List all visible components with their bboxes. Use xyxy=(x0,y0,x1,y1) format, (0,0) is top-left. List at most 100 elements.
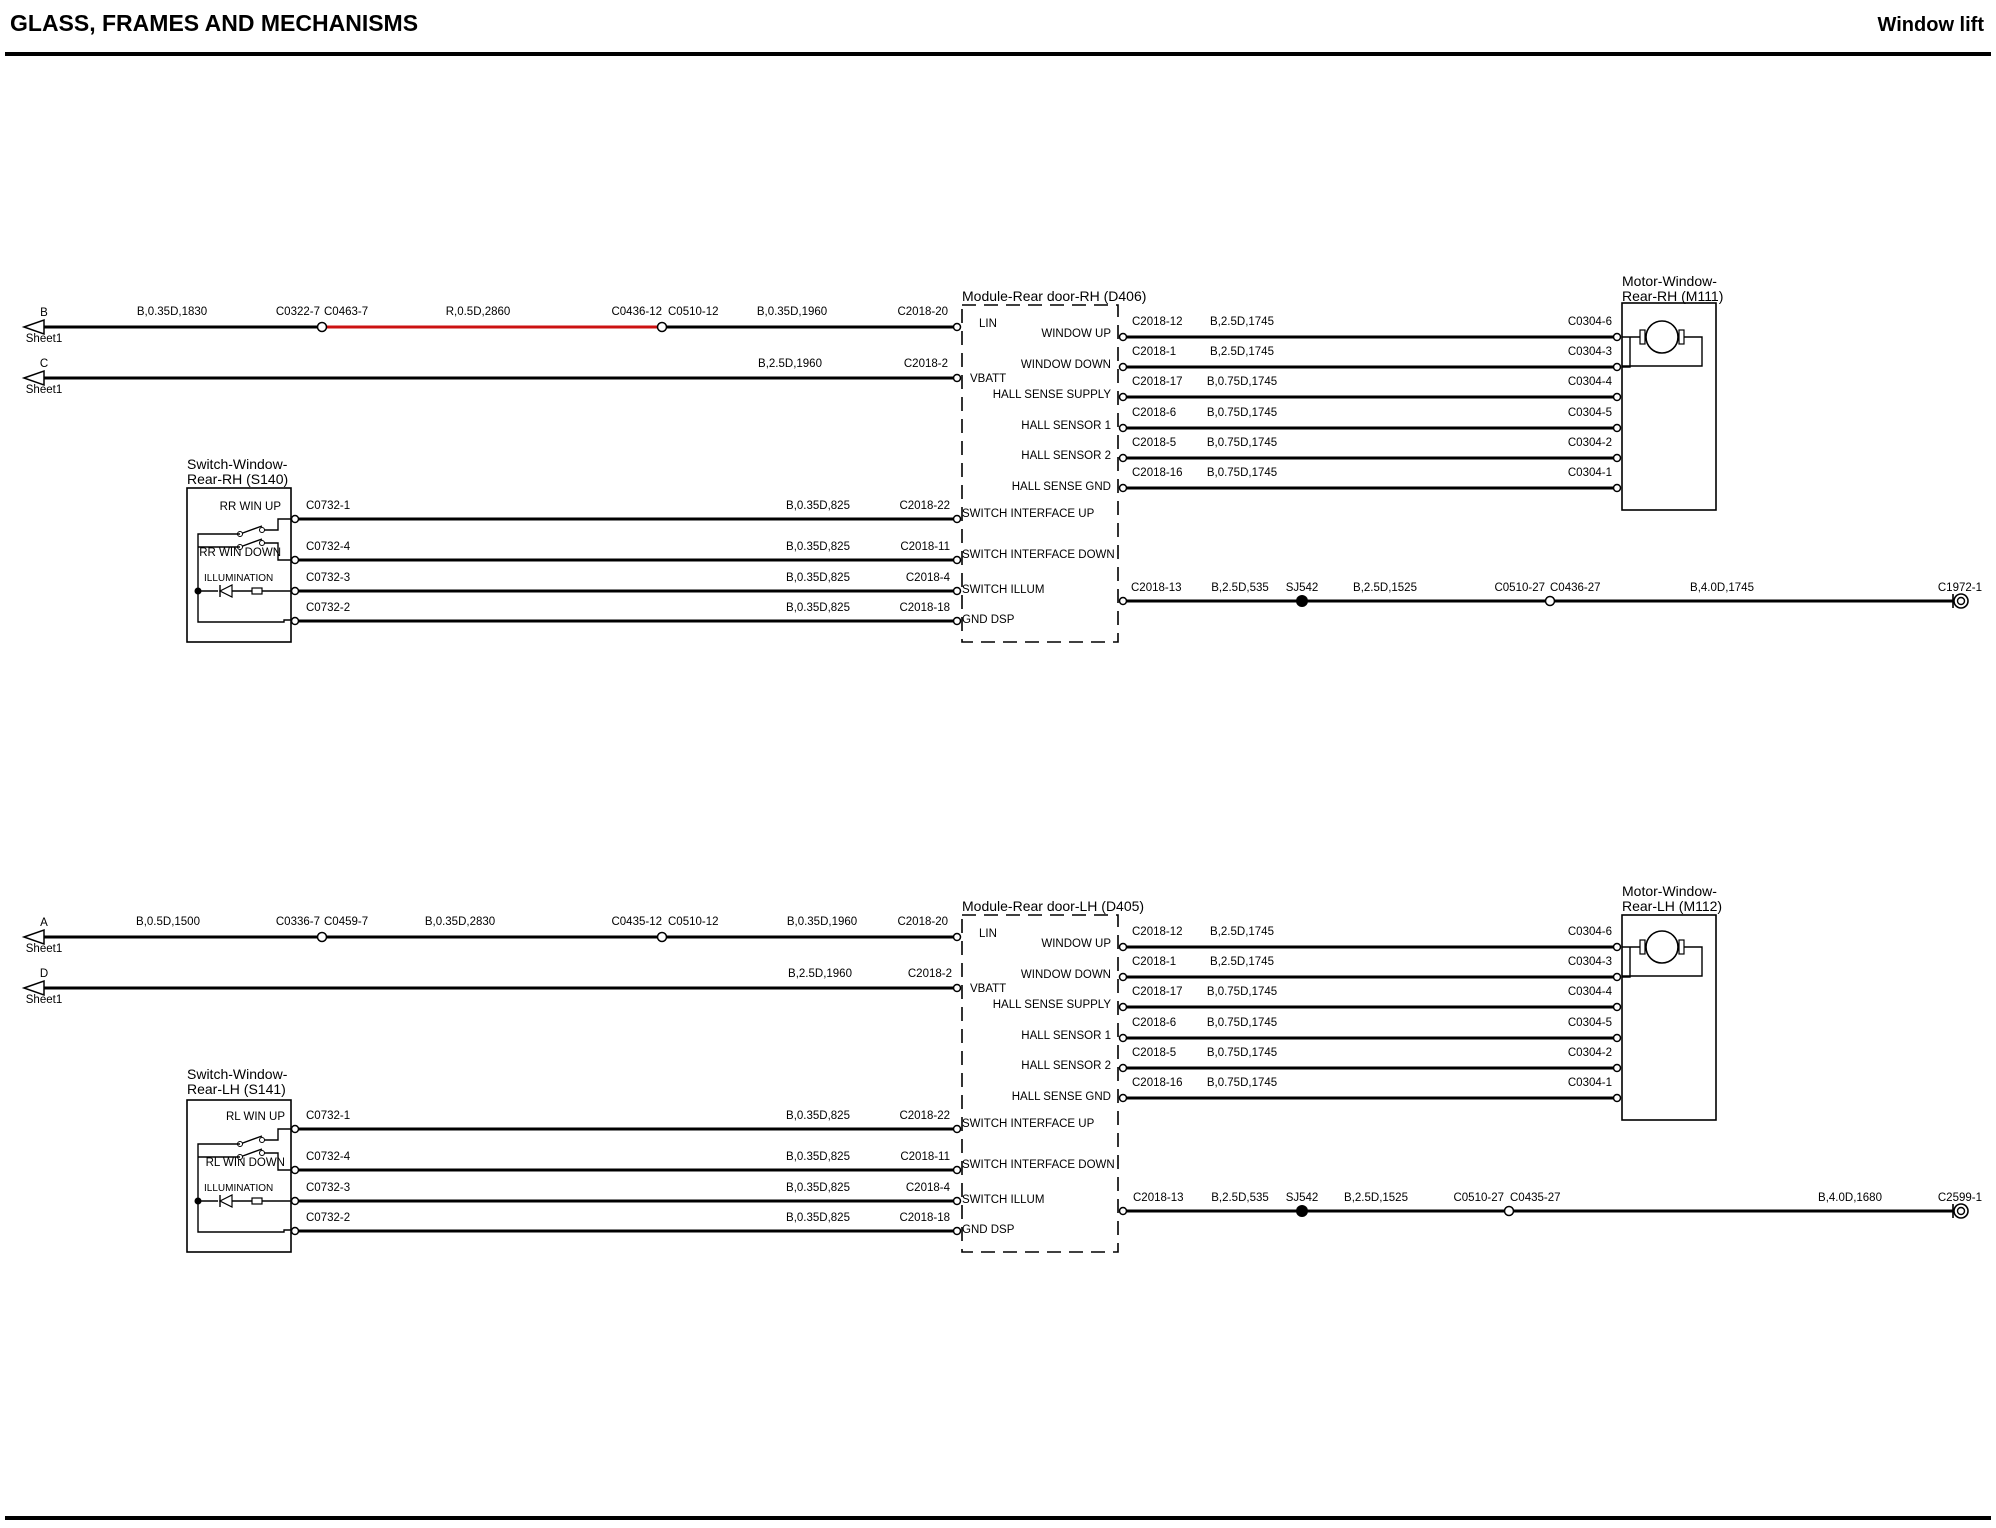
wire-spec: B,0.35D,825 xyxy=(786,1110,850,1122)
connector-label: C0336-7 xyxy=(276,916,320,928)
motor-pin-label: C0304-3 xyxy=(1568,956,1612,968)
pin-label: C2018-17 xyxy=(1132,376,1183,388)
pin-terminal-icon xyxy=(290,586,300,596)
switch-box xyxy=(186,1099,292,1253)
inline-connector-icon xyxy=(1544,595,1556,607)
pin-terminal-icon xyxy=(1118,1093,1128,1103)
inline-connector-icon xyxy=(1503,1205,1515,1217)
pin-terminal-icon xyxy=(952,1196,962,1206)
pin-label: C2018-5 xyxy=(1132,1047,1176,1059)
pin-name: WINDOW DOWN xyxy=(1021,969,1111,981)
sheet-ref-sheet: Sheet1 xyxy=(26,333,62,345)
module-outline xyxy=(961,304,1119,643)
pin-terminal-icon xyxy=(1118,453,1128,463)
module-rear-door[interactable]: Module-Rear door-RH (D406) xyxy=(961,288,1146,643)
pin-terminal-icon xyxy=(1118,596,1128,606)
motor-pin-label: C0304-6 xyxy=(1568,316,1612,328)
ground-terminal-icon xyxy=(1952,593,1969,609)
wire-spec: B,0.35D,825 xyxy=(786,1182,850,1194)
wire-spec: B,0.35D,825 xyxy=(786,1151,850,1163)
wire-spec: B,2.5D,1745 xyxy=(1210,346,1274,358)
motor-window[interactable]: Motor-Window- Rear-RH (M111) xyxy=(1621,273,1723,511)
pin-terminal-icon xyxy=(1118,423,1128,433)
pin-terminal-icon xyxy=(1612,1033,1622,1043)
pin-name: VBATT xyxy=(970,373,1006,385)
sheet-ref-a[interactable]: A Sheet1 xyxy=(21,917,62,955)
splice-label: SJ542 xyxy=(1286,582,1319,594)
pin-terminal-icon xyxy=(1612,1063,1622,1073)
switch-down-label: RR WIN DOWN xyxy=(199,547,281,559)
wire-spec: B,0.35D,2830 xyxy=(425,916,495,928)
pin-terminal-icon xyxy=(952,616,962,626)
connector-label: C0435-12 xyxy=(611,916,662,928)
pin-terminal-icon xyxy=(1118,1033,1128,1043)
pin-name: HALL SENSOR 2 xyxy=(1021,1060,1111,1072)
splice-label: SJ542 xyxy=(1286,1192,1319,1204)
sheet-ref-d[interactable]: D Sheet1 xyxy=(21,968,62,1006)
switch-name-line2: Rear-LH (S141) xyxy=(187,1081,286,1097)
pin-label: C2018-18 xyxy=(899,1212,950,1224)
motor-name-line2: Rear-RH (M111) xyxy=(1622,288,1723,304)
wire-spec: B,0.5D,1500 xyxy=(136,916,200,928)
pin-terminal-icon xyxy=(290,616,300,626)
wire-spec: B,0.75D,1745 xyxy=(1207,1077,1277,1089)
wire-spec: B,0.35D,825 xyxy=(786,572,850,584)
pin-name: SWITCH INTERFACE UP xyxy=(962,1118,1095,1130)
connector-label: C0435-27 xyxy=(1510,1192,1561,1204)
switch-illum-label: ILLUMINATION xyxy=(204,573,273,584)
pin-terminal-icon xyxy=(952,1226,962,1236)
pin-name: HALL SENSE SUPPLY xyxy=(993,999,1112,1011)
offpage-arrow-icon xyxy=(21,369,45,387)
sheet-ref-c[interactable]: C Sheet1 xyxy=(21,358,62,396)
pin-label: C2018-18 xyxy=(899,602,950,614)
pin-terminal-icon xyxy=(290,1226,300,1236)
motor-pin-label: C0304-6 xyxy=(1568,926,1612,938)
ground-wire: C2018-13 B,2.5D,535 SJ542 B,2.5D,1525 C0… xyxy=(1118,582,1982,609)
motor-window[interactable]: Motor-Window- Rear-LH (M112) xyxy=(1621,883,1722,1121)
connector-label: C0436-27 xyxy=(1550,582,1601,594)
motor-pin-label: C0304-4 xyxy=(1568,376,1613,388)
pin-name: LIN xyxy=(979,928,997,940)
switch-name-line2: Rear-RH (S140) xyxy=(187,471,288,487)
pin-terminal-icon xyxy=(1612,972,1622,982)
pin-terminal-icon xyxy=(952,555,962,565)
pin-name: HALL SENSE GND xyxy=(1012,481,1111,493)
module-rear-door[interactable]: Module-Rear door-LH (D405) xyxy=(961,898,1144,1253)
connector-label: C0459-7 xyxy=(324,916,368,928)
wire-spec: B,0.75D,1745 xyxy=(1207,467,1277,479)
sheet-ref-letter: A xyxy=(40,917,48,929)
page-title: GLASS, FRAMES AND MECHANISMS xyxy=(10,10,418,36)
pin-name: SWITCH ILLUM xyxy=(962,1194,1044,1206)
pin-label: C2018-1 xyxy=(1132,346,1176,358)
wire-spec: B,0.75D,1745 xyxy=(1207,1047,1277,1059)
section-rear-rh: B Sheet1 C Sheet1 B,0.35D,1830 C0322-7 C… xyxy=(21,273,1982,643)
pin-terminal-icon xyxy=(952,932,962,942)
pin-label: C2018-22 xyxy=(899,1110,950,1122)
switch-contacts-icon xyxy=(194,1128,291,1233)
wire-spec: B,2.5D,1745 xyxy=(1210,956,1274,968)
switch-window[interactable]: Switch-Window- Rear-LH (S141) RL WIN UP … xyxy=(186,1066,292,1253)
connector-label: C0322-7 xyxy=(276,306,320,318)
switch-illum-label: ILLUMINATION xyxy=(204,1183,273,1194)
connector-label: C0732-2 xyxy=(306,1212,350,1224)
connector-label: C0510-27 xyxy=(1453,1192,1504,1204)
pin-terminal-icon xyxy=(952,373,962,383)
wire-spec: B,2.5D,1960 xyxy=(788,968,852,980)
wire-spec: B,0.75D,1745 xyxy=(1207,986,1277,998)
pin-name: HALL SENSOR 1 xyxy=(1021,420,1111,432)
inline-connector-icon xyxy=(316,321,328,333)
pin-label: C2018-2 xyxy=(908,968,952,980)
switch-window[interactable]: Switch-Window- Rear-RH (S140) RR WIN UP … xyxy=(186,456,292,643)
sheet-ref-b[interactable]: B Sheet1 xyxy=(21,307,62,345)
ground-wire: C2018-13 B,2.5D,535 SJ542 B,2.5D,1525 C0… xyxy=(1118,1192,1982,1219)
pin-label: C2018-16 xyxy=(1132,467,1183,479)
connector-label: C0732-3 xyxy=(306,572,350,584)
wire-spec: B,2.5D,535 xyxy=(1211,582,1269,594)
wire-spec: B,2.5D,1960 xyxy=(758,358,822,370)
pin-terminal-icon xyxy=(1118,1063,1128,1073)
inline-connector-icon xyxy=(656,321,668,333)
pin-label: C2018-11 xyxy=(900,1151,950,1163)
pin-terminal-icon xyxy=(1612,423,1622,433)
inline-connector-icon xyxy=(656,931,668,943)
pin-name: WINDOW UP xyxy=(1041,938,1111,950)
